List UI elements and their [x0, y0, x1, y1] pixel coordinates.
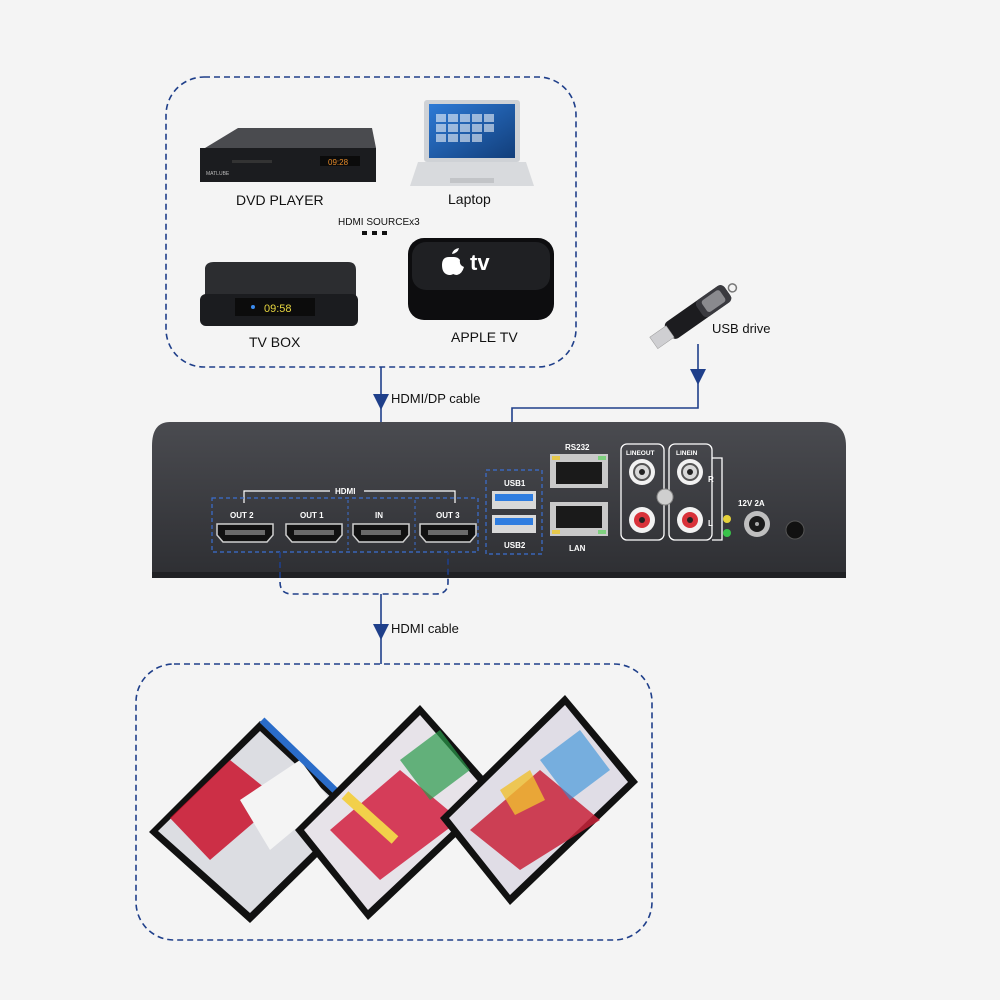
- input-cable-label: HDMI/DP cable: [391, 391, 481, 406]
- rs232-port: [550, 454, 608, 488]
- port-label-out2: OUT 2: [230, 511, 254, 520]
- tv-box-label: TV BOX: [249, 334, 301, 350]
- hdmi-port-out1: [285, 523, 343, 543]
- audio-left-label: L: [708, 519, 713, 528]
- lan-label: LAN: [569, 544, 586, 553]
- usb-port-1: [492, 491, 536, 509]
- hdmi-group-bracket: [243, 490, 456, 503]
- led-yellow: [723, 515, 731, 523]
- hdmi-source-count-label: HDMI SOURCEx3: [338, 217, 420, 228]
- display-group-box: [135, 663, 653, 941]
- rca-line-in-r: [677, 459, 703, 485]
- laptop-label: Laptop: [448, 191, 491, 207]
- hdmi-group-label: HDMI: [335, 487, 355, 496]
- output-bracket: [279, 552, 449, 595]
- power-button: [785, 520, 805, 540]
- dvd-brand-text: MATLUBE: [206, 171, 230, 177]
- power-label: 12V 2A: [738, 499, 765, 508]
- source-group-box: [165, 76, 577, 368]
- tv-box-clock-text: 09:58: [264, 303, 292, 315]
- dvd-clock-text: 09:28: [328, 158, 349, 167]
- line-in-label: LINEIN: [676, 450, 698, 457]
- port-label-out3: OUT 3: [436, 511, 460, 520]
- display-panel-2: [295, 705, 500, 920]
- apple-tv-logo-text: tv: [470, 250, 490, 275]
- display-panel-1: [149, 717, 360, 923]
- port-label-in: IN: [375, 511, 383, 520]
- output-cable-label: HDMI cable: [391, 621, 459, 636]
- usb-port-2: [492, 515, 536, 533]
- dvd-player-label: DVD PLAYER: [236, 192, 324, 208]
- audio-right-label: R: [708, 475, 714, 484]
- usb1-label: USB1: [504, 479, 526, 488]
- panel-screw: [656, 488, 674, 506]
- laptop-image: [410, 100, 534, 186]
- lan-port: [550, 502, 608, 536]
- usb-drive-image: [649, 283, 738, 350]
- rca-line-in-l: [677, 507, 703, 533]
- apple-tv-image: tv: [408, 238, 554, 320]
- usb2-label: USB2: [504, 541, 526, 550]
- tv-box-image: 09:58: [200, 262, 358, 326]
- power-jack: [744, 511, 770, 537]
- led-green: [723, 529, 731, 537]
- port-label-out1: OUT 1: [300, 511, 324, 520]
- hdmi-port-out3: [419, 523, 477, 543]
- rca-line-out-l: [629, 507, 655, 533]
- hdmi-ports-dashed-box: [211, 497, 479, 553]
- rca-line-out-r: [629, 459, 655, 485]
- dvd-player-image: 09:28 MATLUBE: [200, 128, 376, 182]
- rs232-label: RS232: [565, 443, 590, 452]
- usb-drive-label: USB drive: [712, 321, 771, 336]
- display-panel-3: [440, 695, 638, 905]
- hdmi-port-out2: [216, 523, 274, 543]
- usb-ports-dashed-box: [485, 469, 543, 555]
- hdmi-port-in: [352, 523, 410, 543]
- line-out-label: LINEOUT: [626, 450, 655, 457]
- more-sources-dots: [362, 231, 387, 235]
- apple-tv-label: APPLE TV: [451, 329, 518, 345]
